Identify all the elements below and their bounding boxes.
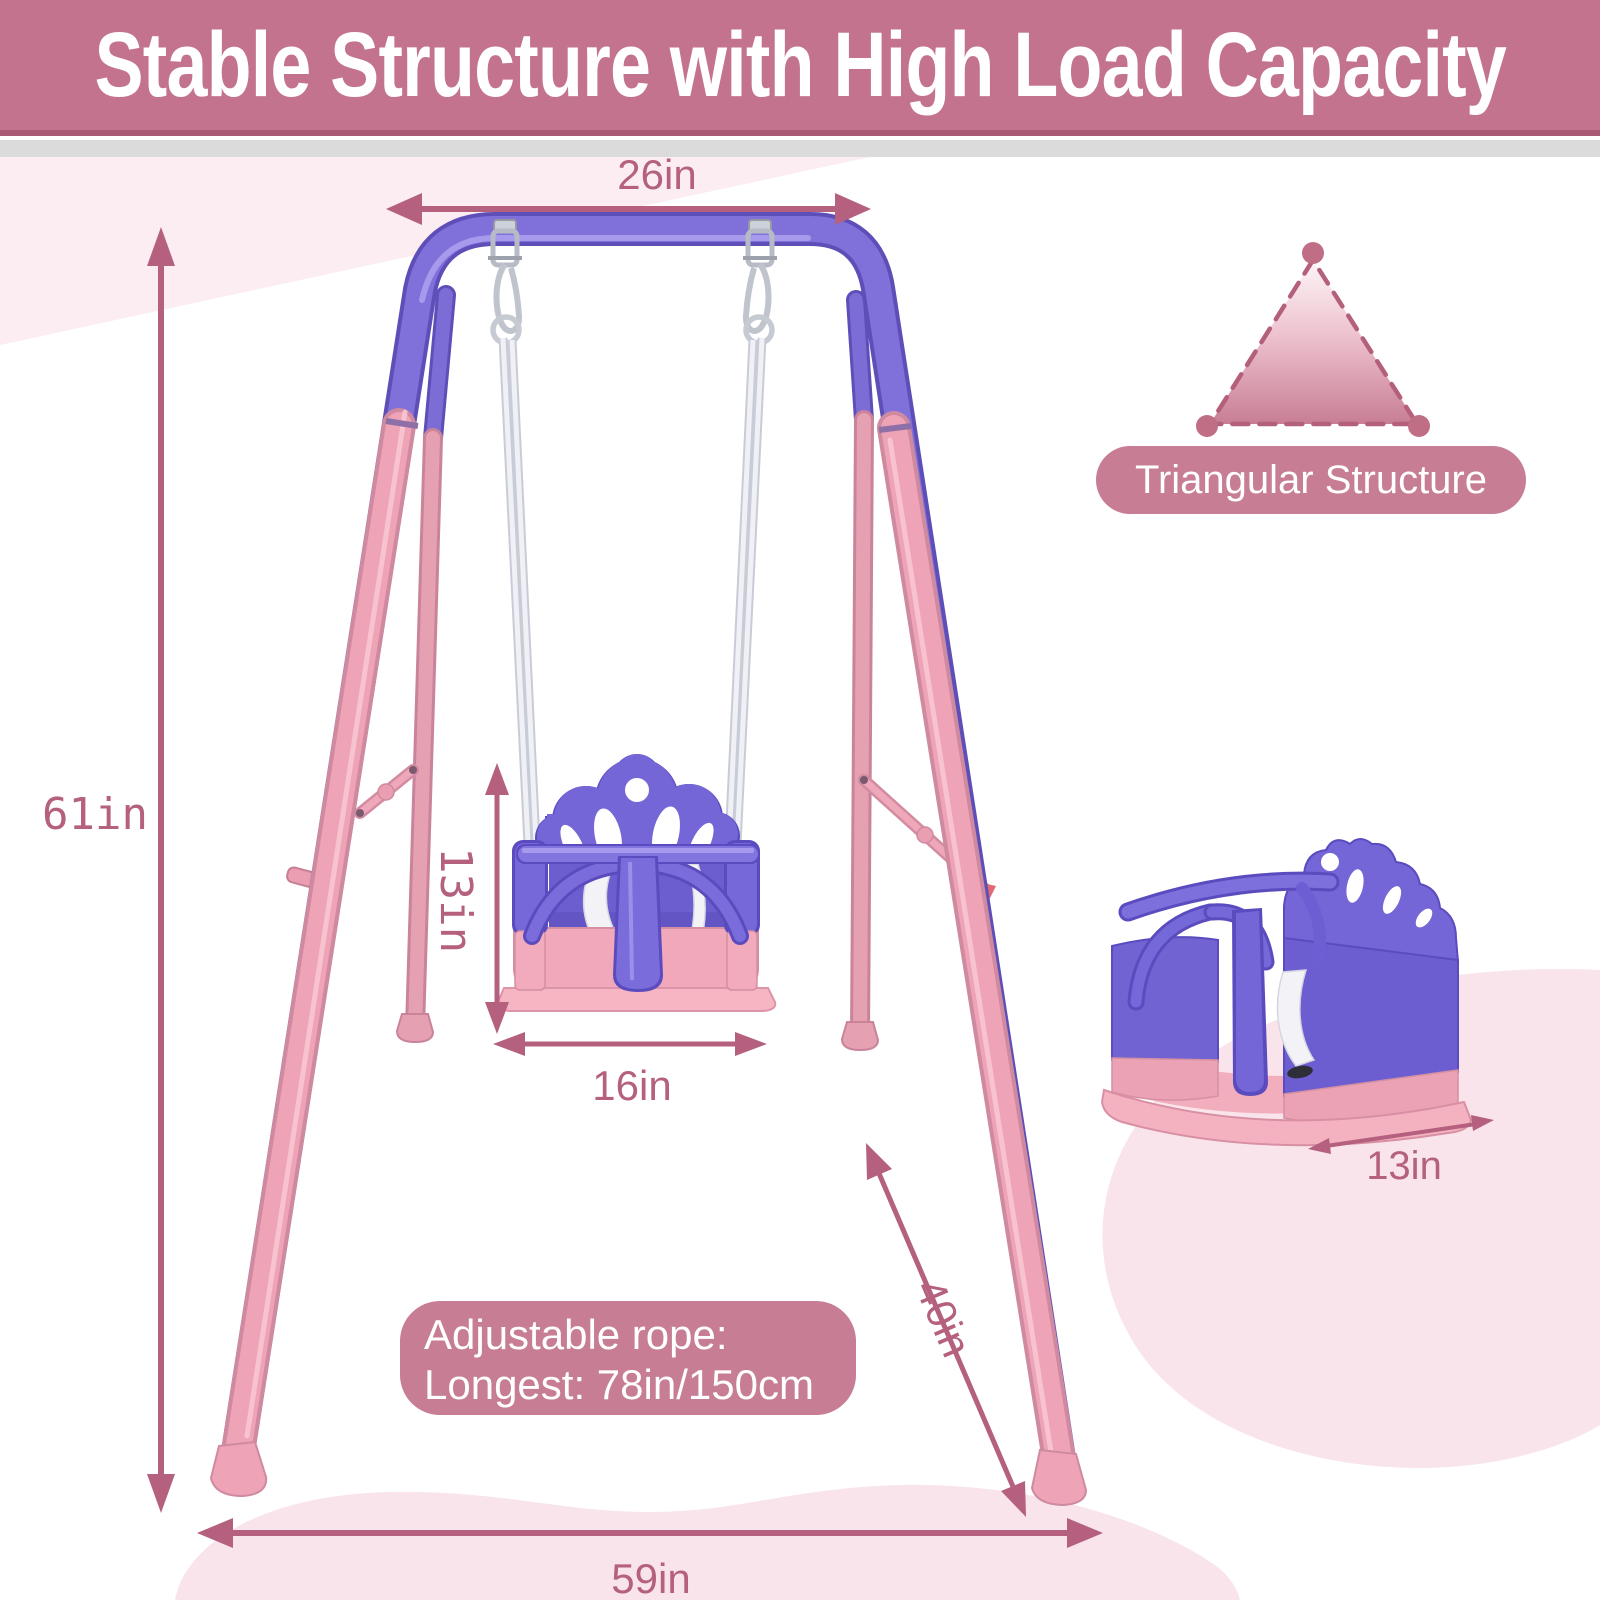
dim-arrow-seat-back-height — [485, 763, 509, 1034]
triangle-dot-left — [1196, 415, 1218, 437]
pole-joint-left — [385, 418, 419, 429]
dim-arrow-seat-depth — [1308, 1115, 1494, 1154]
page-title: Stable Structure with High Load Capacity — [94, 14, 1506, 116]
seat-crown-back — [535, 754, 740, 866]
rear-legs — [395, 285, 880, 1052]
header-divider — [0, 140, 1600, 157]
dim-arrow-seat-width — [493, 1032, 767, 1056]
rope-note-line1: Adjustable rope: — [424, 1311, 728, 1358]
label-seat-width: 16in — [592, 1062, 672, 1109]
seat-center-post — [616, 858, 660, 989]
rope-note-pill: Adjustable rope: Longest: 78in/150cm — [400, 1301, 856, 1415]
label-seat-back-height: 13in — [430, 847, 482, 954]
swing-seat — [496, 754, 777, 1012]
label-top-width: 26in — [617, 151, 697, 198]
detail-center-post — [1236, 911, 1264, 1092]
dim-arrow-height — [147, 227, 175, 1513]
front-frame — [209, 212, 1088, 1507]
triangle-dot-right — [1408, 415, 1430, 437]
label-height: 61in — [42, 789, 148, 840]
triangle-dot-top — [1302, 242, 1324, 264]
dim-arrow-depth — [866, 1143, 1026, 1517]
dim-arrow-top-width — [386, 193, 871, 225]
header-banner: Stable Structure with High Load Capacity — [0, 0, 1600, 136]
front-right-foot — [1030, 1448, 1088, 1507]
pole-joint-right — [878, 423, 912, 433]
dimension-arrows — [147, 193, 1494, 1548]
triangle-label-pill: Triangular Structure — [1096, 446, 1526, 514]
detail-strap — [1276, 969, 1316, 1067]
dim-arrow-base-width — [197, 1518, 1103, 1548]
rear-left-foot — [395, 1013, 435, 1044]
seat-detail-view — [1100, 838, 1473, 1147]
label-base-width: 59in — [611, 1555, 691, 1602]
label-seat-depth: 13in — [1366, 1144, 1442, 1188]
front-left-foot — [209, 1440, 268, 1498]
swing-ropes — [498, 337, 767, 865]
detail-tray — [1100, 1088, 1473, 1147]
triangle-graphic — [1196, 242, 1430, 437]
rope-note-line2: Longest: 78in/150cm — [424, 1361, 814, 1408]
triangle-label: Triangular Structure — [1135, 458, 1487, 502]
rear-right-foot — [840, 1021, 880, 1052]
